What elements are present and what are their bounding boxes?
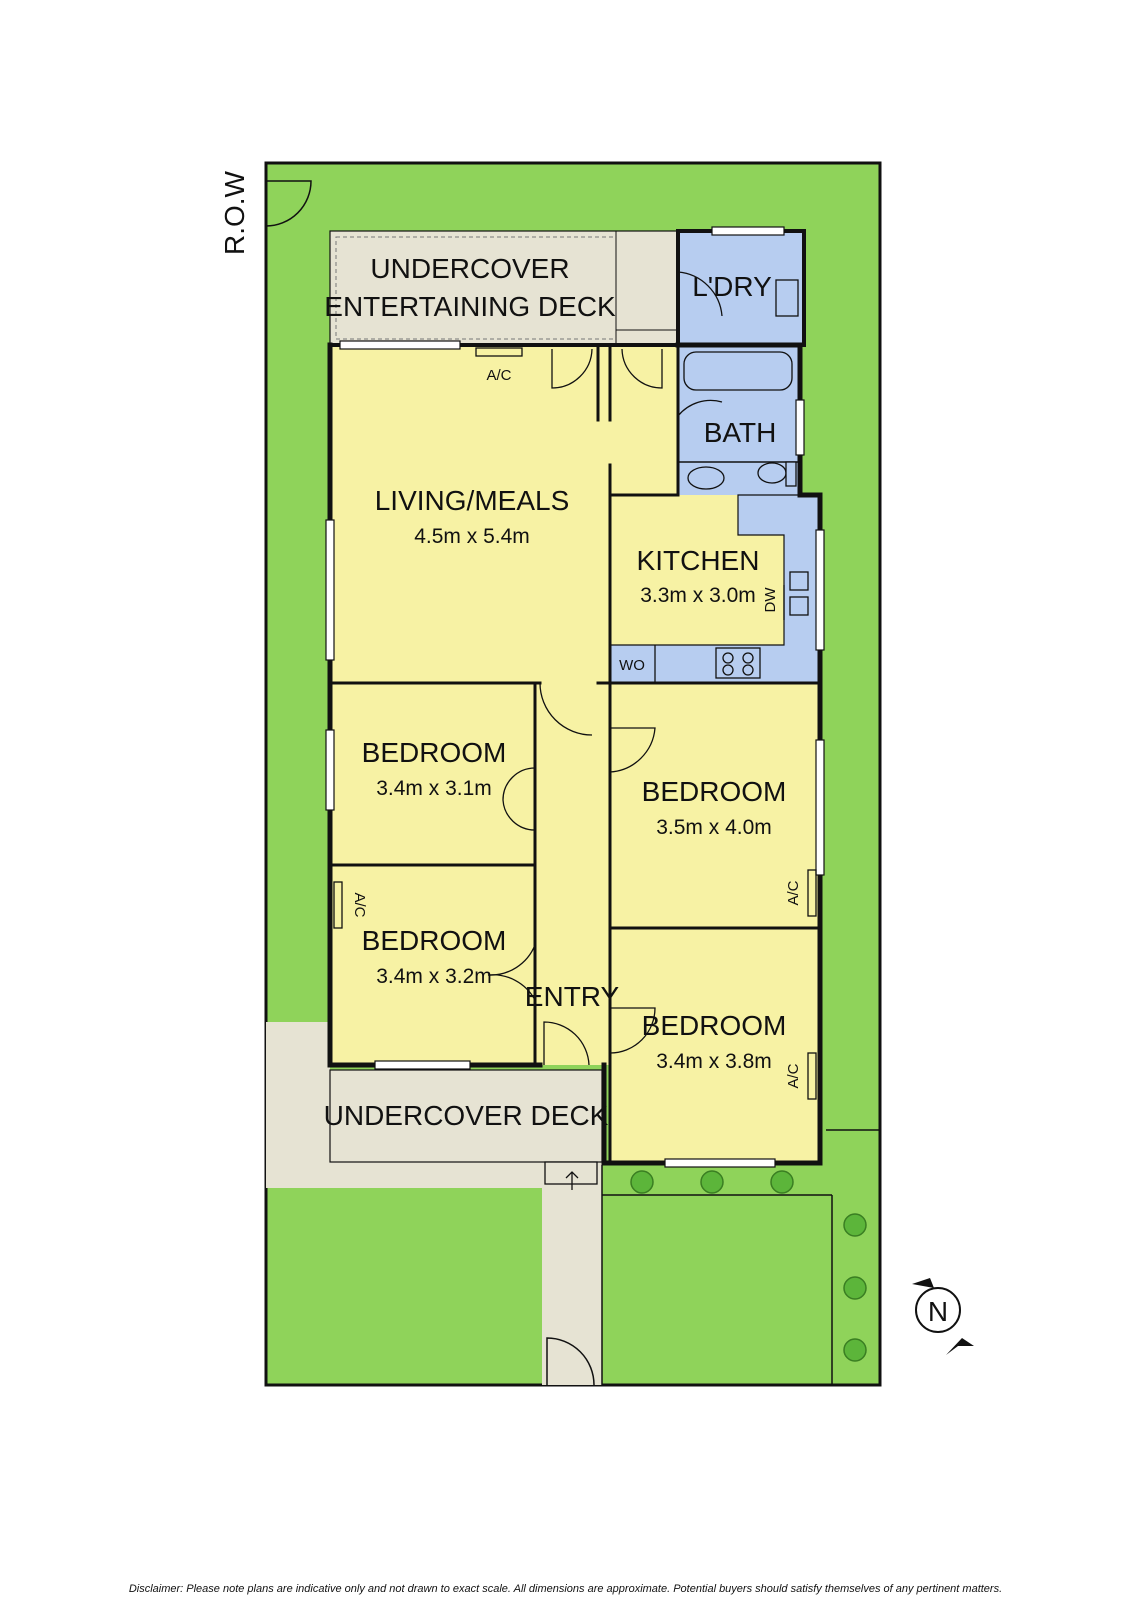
row-label: R.O.W	[219, 170, 250, 255]
shrub	[843, 1213, 867, 1237]
door-swing	[539, 682, 593, 736]
shrub	[843, 1338, 867, 1362]
door-swing	[677, 271, 723, 317]
kitchen-name: KITCHEN	[637, 545, 760, 576]
cooktop-burner	[722, 652, 734, 664]
entertaining-deck-label-1: UNDERCOVER	[370, 253, 569, 284]
window	[325, 729, 335, 811]
bed3-dim: 3.4m x 3.2m	[376, 965, 492, 988]
door-swing	[609, 1007, 656, 1054]
ac-unit	[475, 347, 523, 357]
bed2-name: BEDROOM	[642, 776, 787, 807]
north-arrow: N	[912, 1278, 974, 1355]
window	[795, 399, 805, 456]
paving-bottom	[266, 1160, 542, 1188]
north-circle	[915, 1287, 961, 1333]
north-pointer-bottom	[946, 1338, 974, 1355]
entertaining-deck	[329, 230, 679, 346]
dw-label: DW	[762, 587, 779, 613]
window	[815, 529, 825, 651]
wall	[601, 342, 823, 1166]
shrub	[770, 1170, 794, 1194]
row-gate-swing	[265, 180, 312, 227]
labels: R.O.W UNDERCOVER ENTERTAINING DECK L'DRY…	[219, 170, 802, 1131]
hallway	[535, 683, 610, 1065]
window	[374, 1060, 471, 1070]
window	[815, 739, 825, 876]
entry-arrow-head	[565, 1171, 579, 1179]
kitchen-dim: 3.3m x 3.0m	[640, 584, 756, 607]
door-swing	[621, 348, 663, 389]
undercover-deck-label: UNDERCOVER DECK	[324, 1100, 609, 1131]
ac-unit	[333, 881, 343, 929]
bed4-name: BEDROOM	[642, 1010, 787, 1041]
cooktop-burner	[742, 664, 754, 676]
bed3-name: BEDROOM	[362, 925, 507, 956]
bedroom-2	[610, 683, 820, 928]
window	[711, 226, 785, 236]
cooktop-burner	[722, 664, 734, 676]
bed1-name: BEDROOM	[362, 737, 507, 768]
bed2-dim: 3.5m x 4.0m	[656, 816, 772, 839]
bathtub	[683, 351, 793, 391]
door-swing	[677, 399, 723, 417]
ac-label: A/C	[785, 1063, 802, 1088]
window	[325, 519, 335, 661]
sink-bowl	[789, 596, 809, 616]
bedroom-3	[330, 865, 535, 1065]
toilet	[757, 462, 787, 484]
ac-unit	[807, 1052, 817, 1100]
ac-label: A/C	[785, 880, 802, 905]
door-swing	[551, 348, 593, 389]
shrub	[843, 1276, 867, 1300]
fixtures	[333, 279, 817, 1190]
shrubs	[630, 1170, 867, 1362]
shrub	[630, 1170, 654, 1194]
door-swing	[502, 767, 536, 831]
ac-label: A/C	[486, 367, 511, 384]
bedroom-4	[610, 928, 820, 1163]
front-path	[542, 1160, 602, 1385]
entertaining-deck-label-2: ENTERTAINING DECK	[324, 291, 616, 322]
wo-label: WO	[619, 657, 645, 674]
front-gate-swing	[546, 1337, 595, 1386]
wall	[608, 343, 680, 497]
bed1-dim: 3.4m x 3.1m	[376, 777, 492, 800]
bath-label: BATH	[704, 417, 777, 448]
sink-bowl	[789, 571, 809, 591]
north-label: N	[928, 1296, 948, 1327]
window	[664, 1158, 776, 1168]
shrub	[700, 1170, 724, 1194]
windows	[325, 226, 825, 1168]
basin	[687, 466, 725, 490]
entry-label: ENTRY	[525, 981, 620, 1012]
door-swing	[487, 944, 536, 1001]
cooktop-burner	[742, 652, 754, 664]
door-swing	[609, 727, 656, 773]
door-swing	[543, 1021, 590, 1066]
ac-unit	[807, 869, 817, 917]
north-pointer-top	[912, 1278, 934, 1288]
bedroom-1	[330, 683, 535, 865]
window	[339, 340, 461, 350]
laundry-tub	[775, 279, 799, 317]
laundry-label: L'DRY	[692, 271, 772, 302]
bed4-dim: 3.4m x 3.8m	[656, 1050, 772, 1073]
living-name: LIVING/MEALS	[375, 485, 570, 516]
ac-label: A/C	[351, 892, 368, 917]
toilet-cistern	[785, 461, 797, 487]
cooktop	[715, 647, 761, 679]
disclaimer: Disclaimer: Please note plans are indica…	[128, 1583, 1003, 1595]
living-dim: 4.5m x 5.4m	[414, 525, 530, 548]
doors	[487, 271, 723, 1066]
